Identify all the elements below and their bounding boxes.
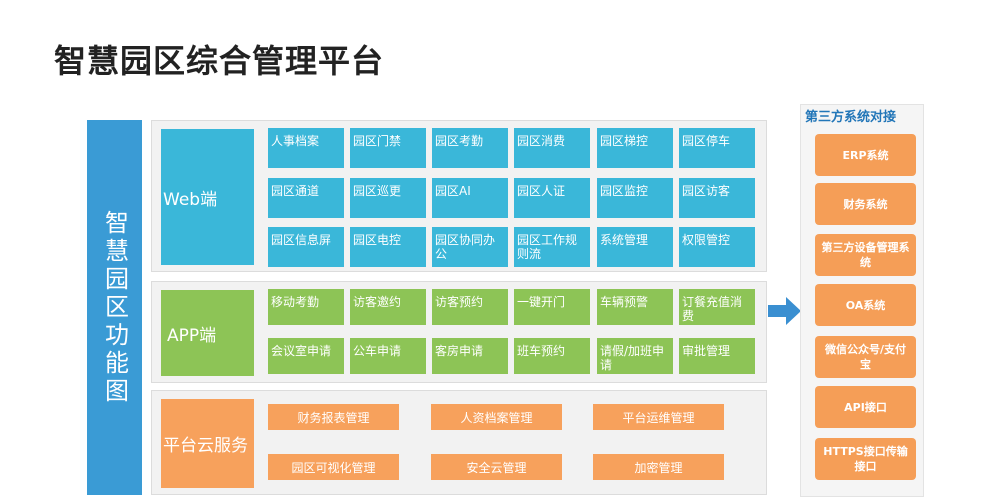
web-label: Web端 [161, 129, 254, 265]
cloud-label: 平台云服务 [161, 399, 254, 488]
module-cell: 园区协同办公 [432, 227, 508, 267]
module-cell: 客房申请 [432, 338, 508, 374]
third-party-item: ERP系统 [815, 134, 916, 176]
module-cell: 园区消费 [514, 128, 590, 168]
third-party-item: OA系统 [815, 284, 916, 326]
third-party-item: HTTPS接口传输接口 [815, 438, 916, 480]
module-cell: 移动考勤 [268, 289, 344, 325]
third-party-item: API接口 [815, 386, 916, 428]
module-cell: 一键开门 [514, 289, 590, 325]
cloud-service-cell: 平台运维管理 [593, 404, 724, 430]
app-label: APP端 [161, 290, 254, 376]
module-cell: 班车预约 [514, 338, 590, 374]
module-cell: 园区考勤 [432, 128, 508, 168]
module-cell: 访客邀约 [350, 289, 426, 325]
third-party-item: 第三方设备管理系统 [815, 234, 916, 276]
side-label-bar: 智慧园区功能图 [87, 120, 142, 495]
cloud-service-cell: 加密管理 [593, 454, 724, 480]
arrow-right-icon [768, 297, 801, 325]
module-cell: 园区电控 [350, 227, 426, 267]
module-cell: 权限管控 [679, 227, 755, 267]
module-cell: 园区巡更 [350, 178, 426, 218]
module-cell: 园区通道 [268, 178, 344, 218]
module-cell: 园区访客 [679, 178, 755, 218]
module-cell: 会议室申请 [268, 338, 344, 374]
third-party-title: 第三方系统对接 [805, 110, 897, 125]
module-cell: 园区梯控 [597, 128, 673, 168]
cloud-service-cell: 安全云管理 [431, 454, 562, 480]
module-cell: 订餐充值消费 [679, 289, 755, 325]
module-cell: 园区监控 [597, 178, 673, 218]
cloud-service-cell: 财务报表管理 [268, 404, 399, 430]
cloud-service-cell: 园区可视化管理 [268, 454, 399, 480]
third-party-item: 财务系统 [815, 183, 916, 225]
third-party-item: 微信公众号/支付宝 [815, 336, 916, 378]
module-cell: 访客预约 [432, 289, 508, 325]
module-cell: 园区人证 [514, 178, 590, 218]
side-label: 智慧园区功能图 [100, 209, 129, 406]
module-cell: 园区工作规则流 [514, 227, 590, 267]
module-cell: 系统管理 [597, 227, 673, 267]
page-title: 智慧园区综合管理平台 [54, 42, 385, 80]
module-cell: 园区信息屏 [268, 227, 344, 267]
module-cell: 公车申请 [350, 338, 426, 374]
module-cell: 园区AI [432, 178, 508, 218]
module-cell: 园区门禁 [350, 128, 426, 168]
module-cell: 审批管理 [679, 338, 755, 374]
module-cell: 人事档案 [268, 128, 344, 168]
cloud-service-cell: 人资档案管理 [431, 404, 562, 430]
module-cell: 请假/加班申请 [597, 338, 673, 374]
module-cell: 车辆预警 [597, 289, 673, 325]
module-cell: 园区停车 [679, 128, 755, 168]
